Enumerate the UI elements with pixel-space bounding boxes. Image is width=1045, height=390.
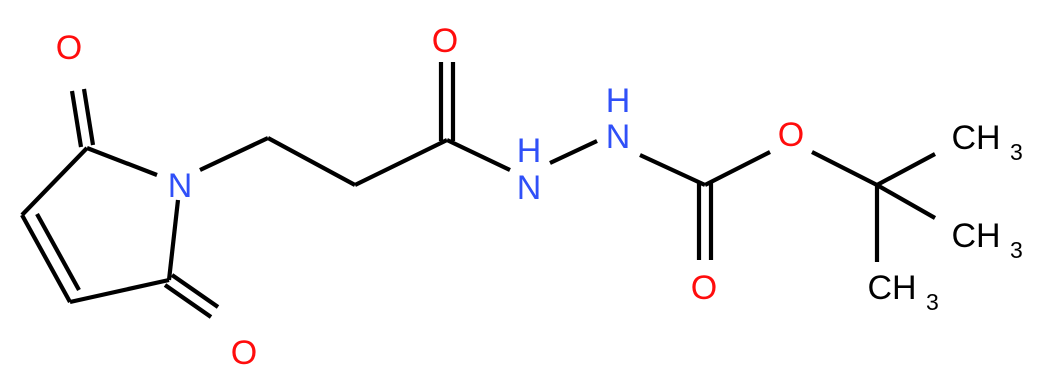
atom-ch3-mid: CH	[951, 217, 1000, 255]
atom-n-ring: N	[168, 167, 193, 205]
bond-c2-o-b	[69, 90, 84, 148]
atom-o-ester: O	[778, 116, 804, 154]
bond-cq-ch3-top	[876, 152, 936, 187]
bond-n-n	[549, 139, 598, 165]
atom-o-carbonyl: O	[691, 269, 717, 307]
bond-c5-c4	[69, 277, 170, 305]
bond-c5-o-b	[163, 283, 213, 319]
bond-c5-o-a	[170, 273, 220, 309]
bond-c3-c2	[20, 146, 89, 217]
atom-ch3-bottom-subscript: 3	[926, 289, 939, 315]
atom-h-amide: H	[517, 132, 542, 170]
atom-ch3-top-subscript: 3	[1010, 139, 1023, 165]
bond-c4-c3-inner	[35, 212, 81, 292]
bond-cam-nh	[446, 138, 511, 172]
bond-ch2a-ch2b	[267, 136, 356, 187]
bond-c4-c3	[20, 213, 72, 304]
bond-nh-ccarb	[639, 153, 706, 187]
atom-o-amide: O	[432, 22, 458, 60]
bond-oester-cq	[811, 150, 878, 187]
bond-n-c5	[166, 199, 181, 281]
atom-ch3-bottom: CH	[867, 269, 916, 307]
atom-h-second: H	[606, 82, 631, 120]
atom-n-second: N	[606, 118, 631, 156]
bond-c2-n	[86, 146, 158, 177]
atom-n-amide: N	[517, 169, 542, 207]
atom-ch3-mid-subscript: 3	[1010, 237, 1023, 263]
bond-ccarb-oester	[704, 150, 771, 187]
atom-o-bottom-left: O	[231, 334, 257, 372]
atom-o-top-left: O	[56, 29, 82, 67]
bond-c2-o-a	[81, 88, 96, 146]
bond-cq-ch3-mid	[875, 183, 937, 220]
bond-ch2b-cam	[354, 138, 448, 187]
atom-ch3-top: CH	[951, 119, 1000, 157]
bond-n-ch2a	[199, 136, 269, 172]
